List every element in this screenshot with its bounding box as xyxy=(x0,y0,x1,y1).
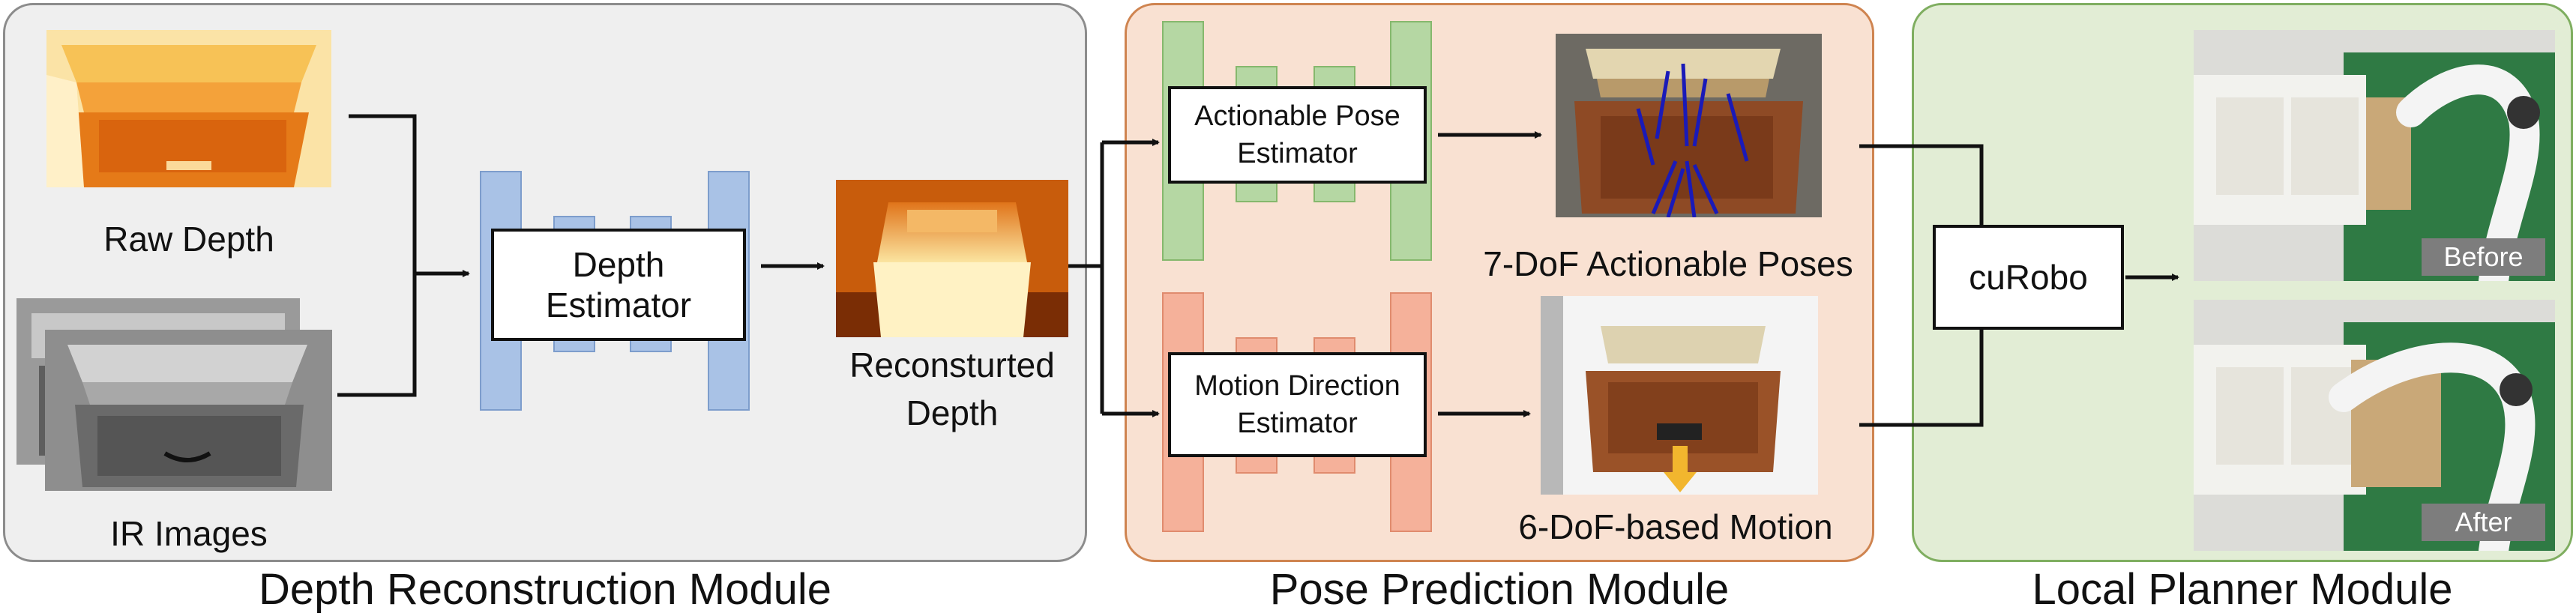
actionable-pose-estimator-line1: Actionable Pose xyxy=(1194,100,1400,132)
motion-image xyxy=(1541,296,1818,495)
ir-image-front xyxy=(45,330,332,491)
depth-estimator-line1: Depth xyxy=(572,245,665,284)
raw-depth-label: Raw Depth xyxy=(103,220,274,259)
reconstructed-depth-image xyxy=(836,180,1068,337)
depth-estimator-line2: Estimator xyxy=(545,286,692,324)
ir-images-label: IR Images xyxy=(110,514,268,553)
actionable-poses-label: 7-DoF Actionable Poses xyxy=(1483,244,1853,283)
curobo-box: cuRobo xyxy=(1933,225,2124,330)
depth-estimator-box: Depth Estimator xyxy=(491,229,746,341)
reconstructed-depth-label-line2: Depth xyxy=(906,393,999,432)
depth-module-title: Depth Reconstruction Module xyxy=(258,565,832,614)
planner-module-title: Local Planner Module xyxy=(2032,565,2453,614)
after-tag: After xyxy=(2422,504,2545,541)
pose-module-title: Pose Prediction Module xyxy=(1269,565,1730,614)
actionable-pose-estimator-line2: Estimator xyxy=(1237,138,1358,169)
reconstructed-depth-label-line1: Reconsturted xyxy=(849,345,1055,384)
actionable-pose-estimator-box: Actionable Pose Estimator xyxy=(1168,86,1427,184)
motion-label: 6-DoF-based Motion xyxy=(1518,507,1833,546)
motion-direction-estimator-line2: Estimator xyxy=(1237,408,1358,439)
after-robot-image xyxy=(2194,300,2555,551)
motion-direction-estimator-box: Motion Direction Estimator xyxy=(1168,352,1427,457)
actionable-poses-image xyxy=(1556,34,1822,217)
motion-direction-estimator-line1: Motion Direction xyxy=(1194,370,1400,402)
curobo-label: cuRobo xyxy=(1969,258,2088,297)
raw-depth-image xyxy=(46,30,331,187)
before-tag: Before xyxy=(2422,238,2545,276)
